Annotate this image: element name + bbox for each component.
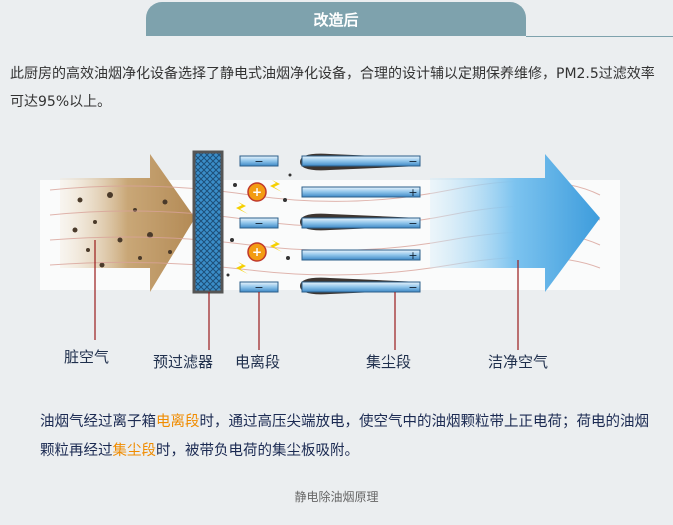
- label-clean-air: 洁净空气: [488, 353, 549, 371]
- ion-sign-1: +: [252, 185, 262, 199]
- label-dirty-air: 脏空气: [64, 348, 110, 366]
- clean-air-arrow: [430, 154, 600, 292]
- desc-part2: 时，通过高压尖端放电，使空气中的油烟颗粒带上正电荷；荷电的油烟颗粒再经过: [40, 414, 649, 459]
- label-pre-filter: 预过滤器: [153, 353, 214, 371]
- collect-plate-sign-3: −: [408, 217, 417, 230]
- tab-after[interactable]: 改造后: [146, 2, 526, 36]
- header-tabbar: 改造后: [0, 0, 673, 38]
- label-ionization: 电离段: [235, 353, 281, 371]
- label-collection: 集尘段: [366, 353, 412, 371]
- tab-underline: [526, 36, 673, 37]
- collect-plate-sign-4: +: [408, 249, 417, 262]
- ion-sign-2: +: [252, 245, 262, 259]
- pre-filter-mesh: [192, 150, 224, 294]
- diagram-svg: − − − + + − + −: [40, 150, 620, 350]
- intro-paragraph: 此厨房的高效油烟净化设备选择了静电式油烟净化设备，合理的设计辅以定期保养维修，P…: [10, 66, 655, 110]
- electrostatic-diagram: − − − + + − + −: [0, 140, 673, 380]
- desc-highlight-collection: 集尘段: [112, 443, 157, 459]
- description-paragraph: 油烟气经过离子箱电离段时，通过高压尖端放电，使空气中的油烟颗粒带上正电荷；荷电的…: [40, 408, 650, 466]
- ionization-section: − − − + +: [226, 155, 292, 294]
- desc-part1: 油烟气经过离子箱: [40, 414, 156, 430]
- collection-section: − + − + −: [300, 153, 421, 295]
- ion-plate-sign-1: −: [254, 155, 263, 168]
- label-leader-lines: [94, 240, 519, 350]
- dirty-air-arrow: [60, 154, 195, 292]
- ion-plate-sign-3: −: [254, 281, 263, 294]
- desc-part3: 时，被带负电荷的集尘板吸附。: [156, 443, 359, 459]
- tab-spacer: [0, 0, 150, 38]
- collect-plate-sign-1: −: [408, 155, 417, 168]
- desc-highlight-ionization: 电离段: [156, 414, 200, 430]
- ion-plate-sign-2: −: [254, 217, 263, 230]
- figure-caption: 静电除油烟原理: [294, 490, 379, 504]
- collect-plate-sign-2: +: [408, 186, 417, 199]
- collect-plate-sign-5: −: [408, 281, 417, 294]
